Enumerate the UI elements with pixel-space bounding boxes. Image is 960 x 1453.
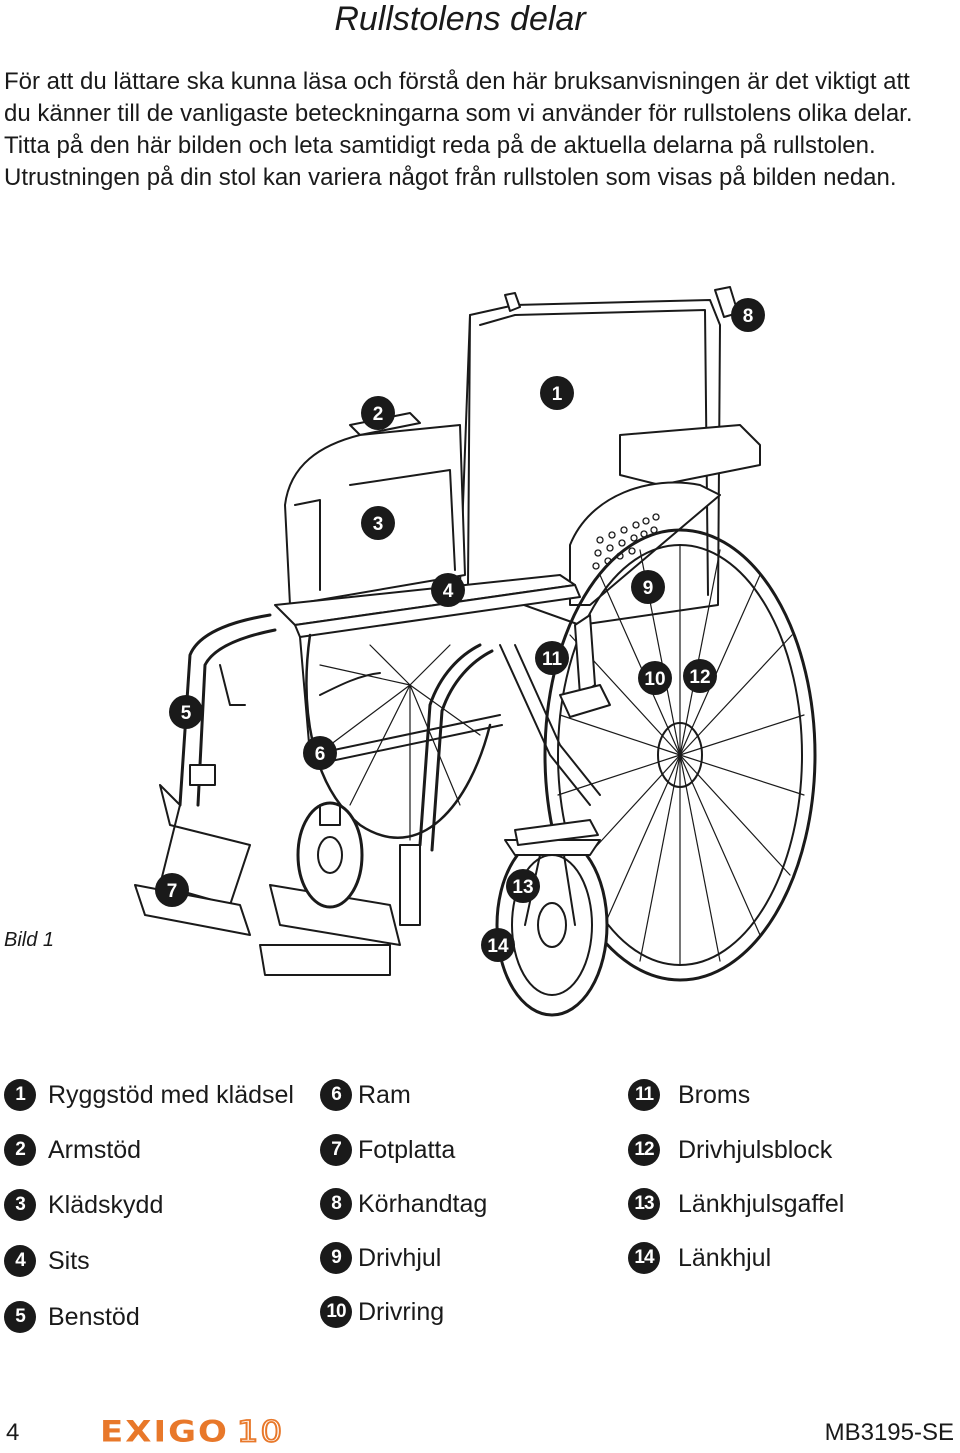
callout-5: 5 xyxy=(169,695,203,729)
svg-text:4: 4 xyxy=(443,581,454,602)
legend-label: Drivhjul xyxy=(358,1243,442,1272)
number-badge-icon: 14 xyxy=(628,1242,660,1274)
legend-item-2: 2 Armstöd xyxy=(4,1130,141,1170)
legend-label: Fotplatta xyxy=(358,1135,456,1164)
brand-logo: EXIGO 10 xyxy=(100,1414,284,1450)
number-badge-icon: 6 xyxy=(320,1079,352,1111)
legend-item-7: 7 Fotplatta xyxy=(320,1130,455,1170)
number-badge-icon: 3 xyxy=(4,1189,36,1221)
legend-label: Körhandtag xyxy=(358,1189,488,1218)
svg-text:11: 11 xyxy=(542,649,563,670)
callout-13: 13 xyxy=(506,869,540,903)
svg-text:9: 9 xyxy=(643,578,654,599)
legend-item-14: 14 Länkhjul xyxy=(628,1238,771,1278)
number-badge-icon: 7 xyxy=(320,1134,352,1166)
callout-14: 14 xyxy=(481,928,515,962)
legend-item-11: 11 Broms xyxy=(628,1075,750,1115)
number-badge-icon: 12 xyxy=(628,1134,660,1166)
page-title: Rullstolens delar xyxy=(0,0,960,40)
legend-item-8: 8 Körhandtag xyxy=(320,1184,487,1224)
number-badge-icon: 11 xyxy=(628,1079,660,1111)
svg-text:8: 8 xyxy=(743,306,754,327)
svg-text:7: 7 xyxy=(167,881,178,902)
callout-2: 2 xyxy=(361,396,395,430)
page-title-text: Rullstolens delar xyxy=(334,0,586,38)
callout-1: 1 xyxy=(540,376,574,410)
intro-paragraph-2: Utrustningen på din stol kan variera någ… xyxy=(4,164,897,191)
brand-name: EXIGO xyxy=(100,1415,229,1449)
number-badge-icon: 1 xyxy=(4,1079,36,1111)
legend-label: Benstöd xyxy=(48,1302,140,1331)
page-number: 4 xyxy=(6,1419,20,1446)
wheelchair-drawing-icon: 1 2 3 4 5 6 7 8 9 10 11 12 13 14 xyxy=(134,286,817,1017)
callout-7: 7 xyxy=(155,873,189,907)
svg-text:6: 6 xyxy=(315,744,326,765)
callout-10: 10 xyxy=(638,661,672,695)
legend-item-6: 6 Ram xyxy=(320,1075,411,1115)
callout-6: 6 xyxy=(303,736,337,770)
legend-item-9: 9 Drivhjul xyxy=(320,1238,441,1278)
legend-label: Drivring xyxy=(358,1297,445,1326)
legend-label: Klädskydd xyxy=(48,1190,164,1219)
number-badge-icon: 2 xyxy=(4,1134,36,1166)
document-code: MB3195-SE xyxy=(824,1419,954,1446)
callout-11: 11 xyxy=(535,641,569,675)
legend-item-5: 5 Benstöd xyxy=(4,1297,140,1337)
figure-caption: Bild 1 xyxy=(4,929,55,951)
legend-item-3: 3 Klädskydd xyxy=(4,1185,163,1225)
svg-text:13: 13 xyxy=(512,877,533,898)
svg-text:2: 2 xyxy=(373,404,384,425)
legend-item-4: 4 Sits xyxy=(4,1241,90,1281)
callout-12: 12 xyxy=(683,659,717,693)
svg-text:12: 12 xyxy=(689,667,710,688)
svg-text:3: 3 xyxy=(373,514,384,535)
intro-paragraph-1: För att du lättare ska kunna läsa och fö… xyxy=(4,68,913,159)
number-badge-icon: 9 xyxy=(320,1242,352,1274)
legend-label: Sits xyxy=(48,1246,90,1275)
legend-item-1: 1 Ryggstöd med klädsel xyxy=(4,1075,294,1115)
legend-label: Länkhjul xyxy=(678,1243,772,1272)
legend-item-13: 13 Länkhjulsgaffel xyxy=(628,1184,844,1224)
number-badge-icon: 4 xyxy=(4,1245,36,1277)
legend-label: Ram xyxy=(358,1080,411,1109)
legend-item-10: 10 Drivring xyxy=(320,1292,444,1332)
number-badge-icon: 8 xyxy=(320,1188,352,1220)
number-badge-icon: 5 xyxy=(4,1301,36,1333)
legend-item-12: 12 Drivhjulsblock xyxy=(628,1130,832,1170)
callout-4: 4 xyxy=(431,573,465,607)
callout-8: 8 xyxy=(731,298,765,332)
legend-label: Broms xyxy=(678,1080,751,1109)
callout-3: 3 xyxy=(361,506,395,540)
parts-legend: 1 Ryggstöd med klädsel 2 Armstöd 3 Kläds… xyxy=(0,1075,960,1365)
legend-label: Drivhjulsblock xyxy=(678,1135,833,1164)
legend-label: Ryggstöd med klädsel xyxy=(48,1080,294,1109)
svg-text:5: 5 xyxy=(181,703,192,724)
legend-label: Armstöd xyxy=(48,1135,142,1164)
svg-text:1: 1 xyxy=(552,384,563,405)
wheelchair-figure: 1 2 3 4 5 6 7 8 9 10 11 12 13 14 xyxy=(120,285,820,1025)
legend-label: Länkhjulsgaffel xyxy=(678,1189,845,1218)
svg-text:14: 14 xyxy=(487,936,509,957)
brand-model: 10 xyxy=(236,1414,285,1450)
svg-text:10: 10 xyxy=(644,669,665,690)
number-badge-icon: 13 xyxy=(628,1188,660,1220)
intro-text: För att du lättare ska kunna läsa och fö… xyxy=(4,66,934,194)
number-badge-icon: 10 xyxy=(320,1296,352,1328)
callout-9: 9 xyxy=(631,570,665,604)
